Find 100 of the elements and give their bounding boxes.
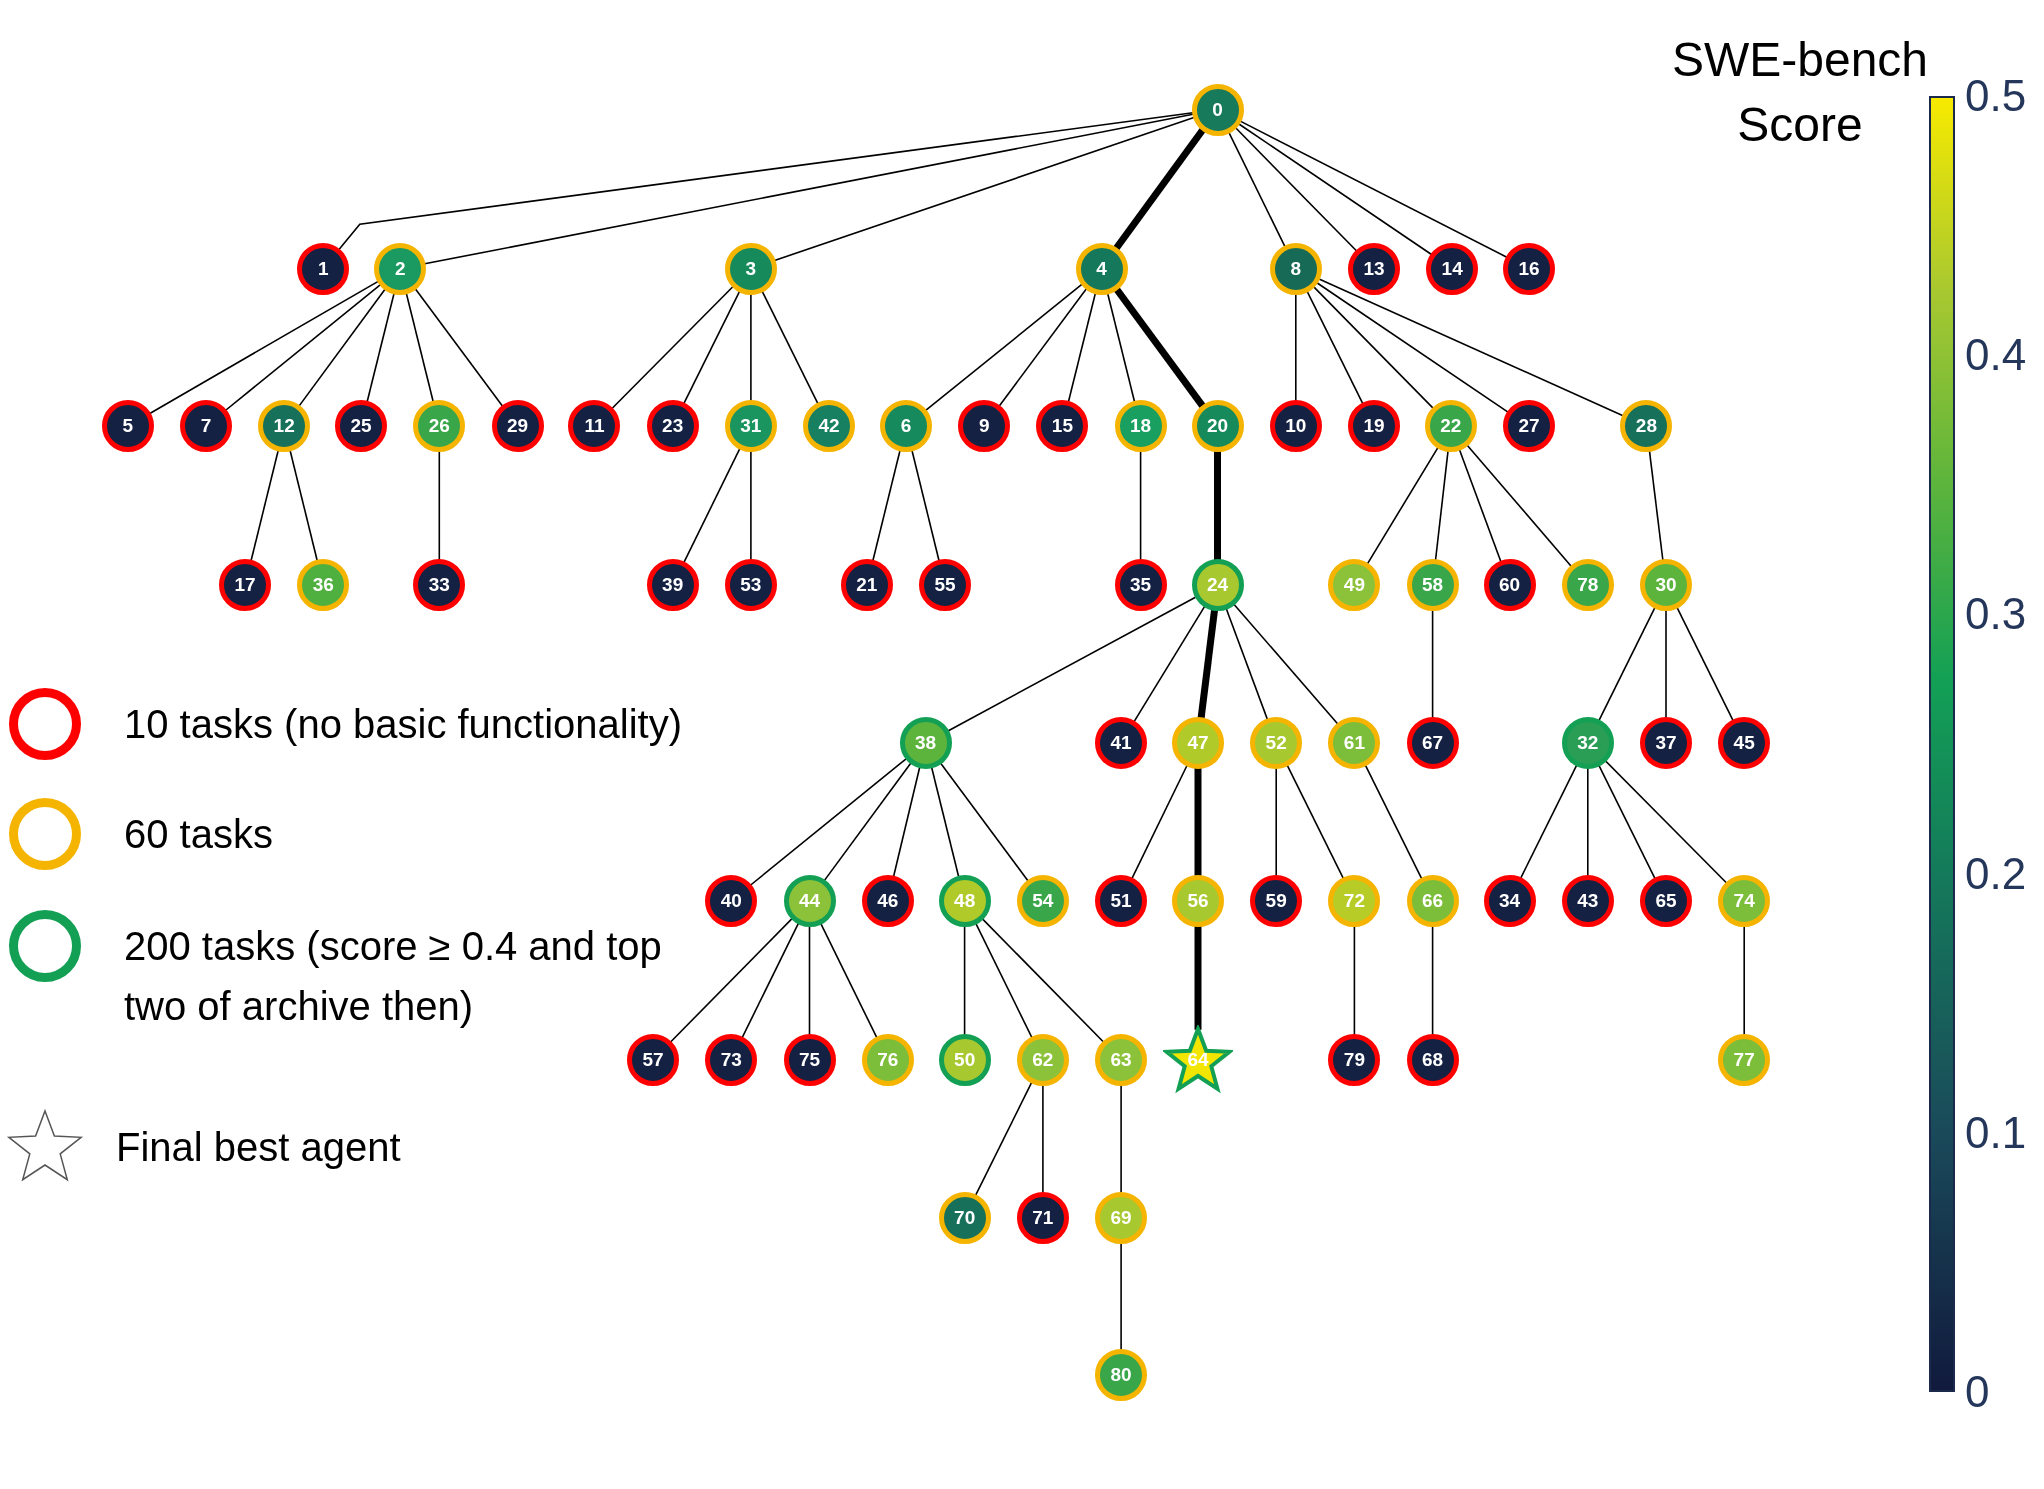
agent-node: 76 xyxy=(861,1033,914,1086)
agent-node: 14 xyxy=(1426,242,1479,295)
agent-node: 70 xyxy=(938,1191,991,1244)
tree-edge xyxy=(338,112,1194,250)
tree-edge xyxy=(1315,281,1510,414)
agent-node: 48 xyxy=(938,874,991,927)
agent-node: 29 xyxy=(491,400,544,453)
agent-node: 47 xyxy=(1171,717,1224,770)
tree-edge xyxy=(981,917,1105,1043)
agent-node: 77 xyxy=(1718,1033,1771,1086)
agent-node: 24 xyxy=(1191,559,1244,612)
tree-edge xyxy=(1194,768,1202,876)
agent-node: 56 xyxy=(1171,874,1224,927)
tick-label: 0.5 xyxy=(1965,74,2027,118)
tree-edge xyxy=(1106,292,1136,403)
tick-label: 0.3 xyxy=(1965,592,2027,637)
agent-node: 54 xyxy=(1016,874,1069,927)
tree-edge xyxy=(749,758,907,886)
tick-label: 0.2 xyxy=(1965,851,2027,896)
tree-edge xyxy=(974,1081,1033,1196)
agent-node: 22 xyxy=(1424,400,1477,453)
tree-edge xyxy=(1676,606,1734,722)
agent-node: 80 xyxy=(1095,1349,1148,1402)
tree-edge xyxy=(1353,925,1356,1036)
agent-node: 8 xyxy=(1269,242,1322,295)
tree-edge xyxy=(366,292,395,403)
tree-edge xyxy=(1312,285,1435,410)
agent-node: 49 xyxy=(1328,559,1381,612)
agent-node: 2 xyxy=(374,242,427,295)
tree-edge xyxy=(974,922,1033,1039)
tree-edge xyxy=(946,596,1197,732)
agent-node: 20 xyxy=(1191,400,1244,453)
agent-node: 61 xyxy=(1328,717,1381,770)
agent-node: 55 xyxy=(919,559,972,612)
agent-node: 1 xyxy=(297,242,350,295)
tree-edge xyxy=(1306,290,1364,405)
agent-node: 36 xyxy=(297,559,350,612)
tree-edge xyxy=(761,290,819,405)
agent-node: 23 xyxy=(646,400,699,453)
tree-edge xyxy=(1466,444,1573,568)
agent-node: 37 xyxy=(1639,717,1692,770)
tree-edge xyxy=(1598,764,1656,880)
tree-edge xyxy=(682,447,741,564)
tree-edge xyxy=(1317,278,1625,417)
tree-edge xyxy=(289,449,319,562)
agent-node: 33 xyxy=(413,559,466,612)
agent-node: 31 xyxy=(724,400,777,453)
colorbar-title: SWE-bench Score xyxy=(1670,32,1930,153)
agent-node: 13 xyxy=(1347,242,1400,295)
tree-edge xyxy=(1227,131,1286,247)
agent-node: 26 xyxy=(413,400,466,453)
agent-node: 25 xyxy=(335,400,388,453)
tree-edge xyxy=(1275,767,1277,877)
agent-node: 78 xyxy=(1561,559,1614,612)
agent-node: 18 xyxy=(1114,400,1167,453)
tree-edge xyxy=(1366,446,1439,565)
agent-node: 11 xyxy=(568,400,621,453)
agent-node: 44 xyxy=(783,874,836,927)
agent-node: 0 xyxy=(1191,83,1244,136)
tree-edge xyxy=(1131,764,1188,880)
tree-edge xyxy=(1120,1084,1122,1194)
tree-edge xyxy=(872,449,901,562)
tree-edge xyxy=(405,292,435,403)
tree-edge xyxy=(939,762,1029,882)
tree-edge xyxy=(930,766,960,878)
agent-node: 57 xyxy=(627,1033,680,1086)
agent-node: 38 xyxy=(899,717,952,770)
tree-edge xyxy=(823,762,912,882)
agent-node: 12 xyxy=(258,400,311,453)
agent-node: 68 xyxy=(1406,1033,1459,1086)
agent-node: 16 xyxy=(1503,242,1556,295)
legend-label: 10 tasks (no basic functionality) xyxy=(124,701,684,748)
agent-node: 3 xyxy=(724,242,777,295)
agent-node: 73 xyxy=(705,1033,758,1086)
tree-edge xyxy=(1458,448,1502,563)
agent-node: 50 xyxy=(938,1033,991,1086)
agent-node: 27 xyxy=(1503,400,1556,453)
legend-label: 60 tasks xyxy=(124,811,274,858)
agent-node: 60 xyxy=(1483,559,1536,612)
agent-node: 40 xyxy=(705,874,758,927)
agent-node: 21 xyxy=(840,559,893,612)
tree-edge xyxy=(1598,606,1656,722)
tree-edge xyxy=(1237,122,1433,256)
agent-node: 71 xyxy=(1016,1191,1069,1244)
agent-node: 69 xyxy=(1095,1191,1148,1244)
agent-node: 39 xyxy=(646,559,699,612)
agent-node: 67 xyxy=(1406,717,1459,770)
tree-edge xyxy=(1133,605,1206,723)
agent-node: 66 xyxy=(1406,874,1459,927)
tree-edge xyxy=(1067,292,1097,403)
agent-node: 19 xyxy=(1347,400,1400,453)
agent-node: 15 xyxy=(1036,400,1089,453)
agent-node: 35 xyxy=(1114,559,1167,612)
tree-edge xyxy=(682,290,741,405)
star-node: 64 xyxy=(1162,1024,1233,1095)
agent-node: 41 xyxy=(1095,717,1148,770)
tick-label: 0 xyxy=(1965,1370,1990,1414)
tree-edge xyxy=(963,925,966,1036)
legend-label: 200 tasks (score ≥ 0.4 and top two of archive then) xyxy=(124,923,663,1030)
agent-node: 59 xyxy=(1250,874,1303,927)
